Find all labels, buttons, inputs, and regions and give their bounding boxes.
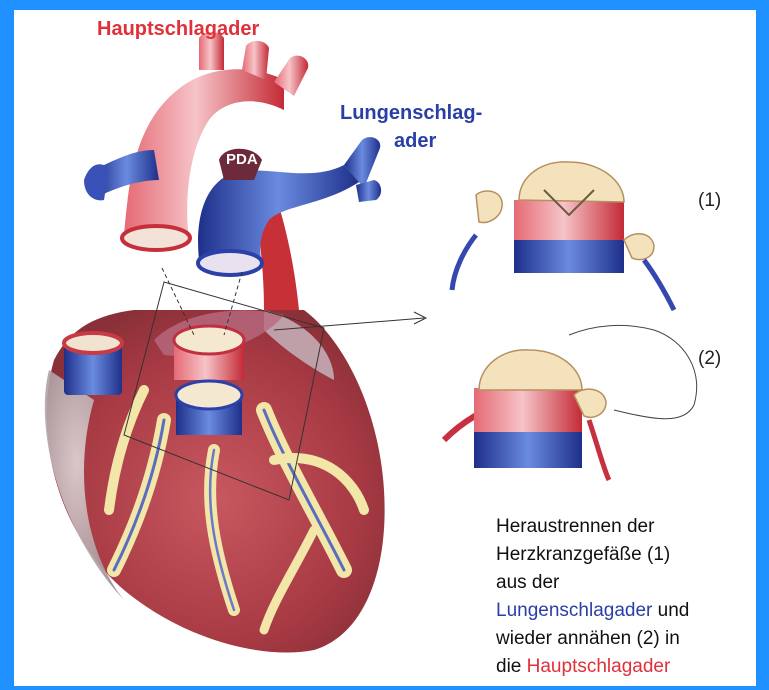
pulmonary-artery-label-line1: Lungenschlag- (340, 102, 482, 125)
caption-pulmonary-highlight: Lungenschlagader (496, 600, 652, 621)
aorta-label: Hauptschlagader (97, 18, 259, 41)
caption-aorta-highlight: Hauptschlagader (527, 656, 671, 677)
step1-label: (1) (698, 190, 721, 212)
left-vessel-stump (64, 333, 122, 395)
caption-line2: Herzkranzgefäße (1) (496, 541, 754, 569)
pda-label: PDA (226, 151, 258, 168)
caption-line3: aus der (496, 569, 754, 597)
caption-line6-prefix: die (496, 656, 527, 677)
caption: Heraustrennen der Herzkranzgefäße (1) au… (496, 513, 754, 681)
pulmonary-artery-label-line2: ader (394, 130, 436, 153)
caption-line4: Lungenschlagader und (496, 597, 754, 625)
caption-line4-rest: und (652, 600, 689, 621)
caption-line6: die Hauptschlagader (496, 653, 754, 681)
illustration-panel: Hauptschlagader Lungenschlag- ader PDA (… (14, 10, 756, 686)
caption-line1: Heraustrennen der (496, 513, 754, 541)
step1-detail (452, 162, 674, 310)
step2-label: (2) (698, 348, 721, 370)
step2-detail (444, 325, 697, 480)
caption-line5: wieder annähen (2) in (496, 625, 754, 653)
